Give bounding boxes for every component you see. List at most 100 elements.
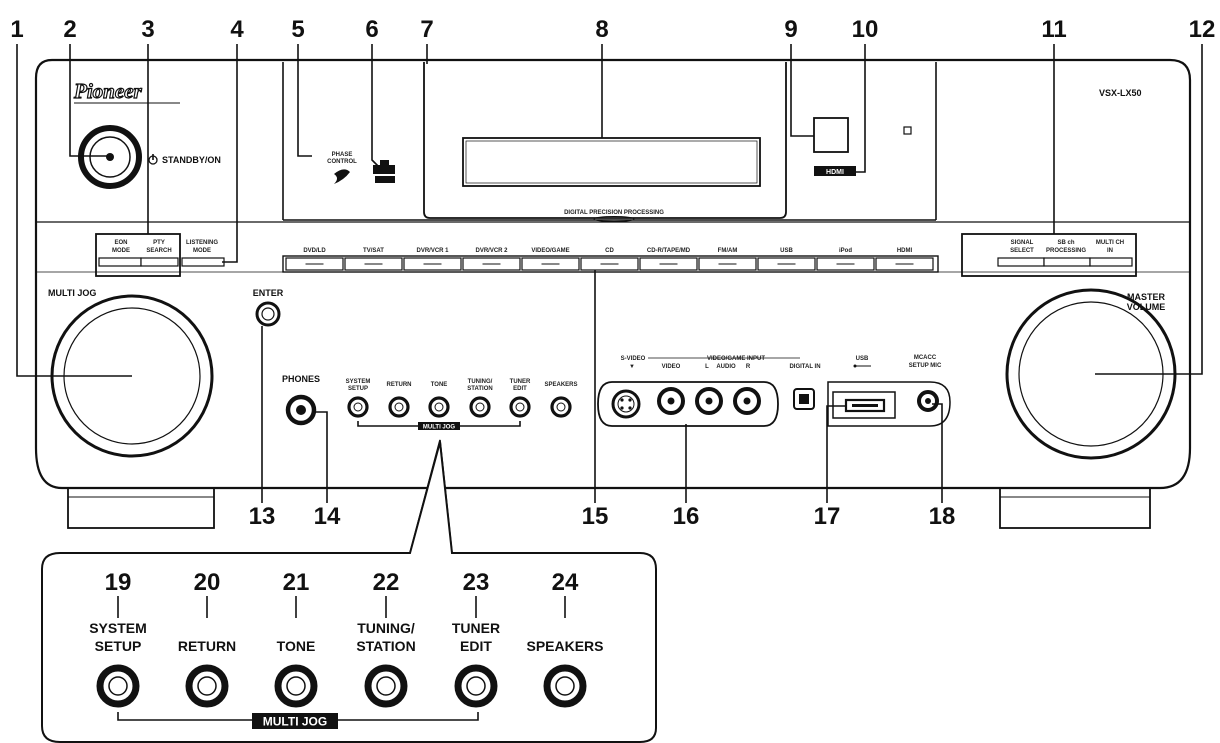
inset-button[interactable] [286,676,306,696]
chassis-outline [34,58,1192,490]
panel-small-button[interactable] [556,402,566,412]
panel-small-button-ring [509,396,531,418]
leader-lines-bottom [261,270,943,503]
panel-small-button-label: EDIT [513,386,527,392]
usb-label: USB [856,356,869,362]
inset-buttons: 19SYSTEMSETUP20RETURN21TONE22TUNING/STAT… [89,569,604,708]
audio-label: AUDIO [716,364,736,370]
master-volume-label: MASTER [1127,292,1166,302]
phones-jack[interactable] [296,405,306,415]
inset-button-label: STATION [356,638,415,654]
callout-10: 10 [852,16,879,43]
left-button-label: LISTENING [186,240,218,246]
input-button-label: iPod [839,248,852,254]
optical-digital-in[interactable] [793,388,815,410]
panel-small-button[interactable] [353,402,363,412]
callout-18: 18 [929,503,956,530]
mcacc-label: SETUP MIC [909,363,942,369]
inset-button-label: TUNING/ [357,620,415,636]
model-name: VSX-LX50 [1099,88,1142,98]
input-button-label: DVR/VCR 1 [416,248,449,254]
audio-r-jack[interactable] [733,387,761,415]
multi-ch-in-button[interactable] [1089,257,1133,267]
inset-button[interactable] [197,676,217,696]
audio-l-jack[interactable] [695,387,723,415]
left-button-label: SEARCH [146,248,171,254]
signal-select-button[interactable] [997,257,1045,267]
callout-11: 11 [1041,16,1066,43]
panel-multijog-tag [418,422,460,430]
foot-right [999,487,1151,529]
inset-button-label: SETUP [95,638,142,654]
panel-small-button-label: STATION [467,386,492,392]
usb-port-frame [832,391,896,419]
inset-multijog-tag-text: MULTI JOG [263,715,327,729]
inset-callout-20: 20 [194,569,221,596]
inset-button[interactable] [108,676,128,696]
panel-small-button-ring [428,396,450,418]
panel-small-button[interactable] [515,402,525,412]
inset-button[interactable] [466,676,486,696]
right-button-label: MULTI CH [1096,240,1124,246]
audio-format-logo [373,160,395,183]
panel-small-button-label: RETURN [387,382,412,388]
panel-small-button[interactable] [434,402,444,412]
panel-small-button[interactable] [394,402,404,412]
pty-search-button[interactable] [140,257,179,267]
left-button-group: EON MODE PTY SEARCH LISTENING MODE [98,240,225,267]
panel-small-button[interactable] [475,402,485,412]
av-input-panel [597,381,779,427]
inset-callout-21: 21 [283,569,310,596]
input-button-label: FM/AM [718,248,738,254]
callout-1: 1 [10,16,23,43]
enter-button[interactable] [261,307,275,321]
callout-4: 4 [230,16,244,43]
hdmi-logo-box [814,166,856,176]
fl-display-inner [465,140,758,184]
eon-pty-group-box [95,233,181,277]
power-icon [148,154,158,165]
phones-jack-ring [285,394,317,426]
video-jack[interactable] [657,387,685,415]
panel-small-button-ring [550,396,572,418]
panel-small-button-label: SETUP [348,386,368,392]
phase-control-icon [334,169,350,184]
dpp-indicator [593,216,635,222]
inset-callout-19: 19 [105,569,132,596]
inset-button-ring [96,664,140,708]
fl-display [462,137,761,187]
hdmi-logo: HDMI [826,169,844,176]
inset-button-ring [543,664,587,708]
phones-label: PHONES [282,374,320,384]
inset-button-ring [274,664,318,708]
inset-button-label: EDIT [460,638,492,654]
inset-button-label: SPEAKERS [526,638,603,654]
panel-small-button-ring [469,396,491,418]
standby-button-ring [78,125,142,189]
mcacc-mic-jack[interactable] [925,398,931,404]
inset-button[interactable] [555,676,575,696]
svideo-jack[interactable] [611,389,641,419]
callout-7: 7 [420,16,433,43]
callout-3: 3 [141,16,154,43]
listening-mode-button[interactable] [181,257,225,267]
inset-callout-22: 22 [373,569,400,596]
inset-button[interactable] [376,676,396,696]
panel-small-button-label: TUNER [510,379,531,385]
right-button-label: PROCESSING [1046,248,1086,254]
usb-mic-panel [827,381,951,427]
remote-sensor [813,117,849,153]
callout-14: 14 [314,503,341,530]
input-button-label: VIDEO/GAME [531,248,569,254]
panel-small-button-label: TUNING/ [468,379,493,385]
input-button-label: CD-R/TAPE/MD [647,248,691,254]
pioneer-logo: Pioneer [73,79,142,103]
eon-mode-button[interactable] [98,257,142,267]
svideo-label: S-VIDEO [621,356,646,362]
input-button-label: TV/SAT [363,248,384,254]
master-volume-label: VOLUME [1127,302,1166,312]
sb-ch-processing-button[interactable] [1043,257,1091,267]
multi-jog-label: MULTI JOG [48,288,96,298]
